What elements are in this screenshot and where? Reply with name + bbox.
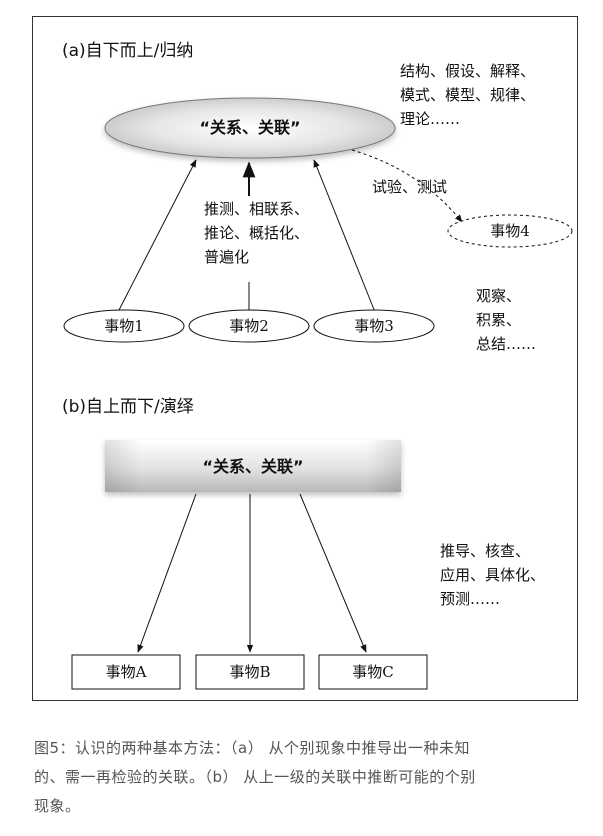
itemB-label: 事物B [229,663,270,681]
itemB-box [195,654,305,690]
right-note-line: 总结…… [476,335,536,353]
section-b-title: (b)自上而下/演绎 [62,397,194,417]
middle-note-line: 推论、概括化、 [204,224,309,242]
item3-label: 事物3 [354,317,394,335]
top-note-line: 理论…… [400,110,460,128]
top-note-line: 结构、假设、解释、 [400,62,535,80]
section-a-title: (a)自下而上/归纳 [62,41,193,61]
test-label: 试验、测试 [372,178,447,196]
middle-note-line: 推测、相联系、 [204,200,309,218]
itemA-label: 事物A [106,663,147,681]
item1-label: 事物1 [104,317,144,335]
itemA-box [71,654,181,690]
item4-ellipse [447,214,573,248]
arrow-relation-to-itemA [137,493,197,653]
relation-box-label: “关系、关联” [202,457,303,476]
caption-line: 的、需一再检验的关联。（b） 从上一级的关联中推断可能的个别 [34,768,476,786]
item2-ellipse [188,309,310,343]
item4-label: 事物4 [490,222,530,240]
dashed-test-arrow [351,149,463,223]
diagram-frame [32,16,578,701]
itemC-box [318,654,428,690]
caption-line: 现象。 [34,797,81,815]
top-note-line: 模式、模型、规律、 [400,86,535,104]
item1-ellipse [63,309,185,343]
item2-label: 事物2 [229,317,269,335]
section-b-note-line: 应用、具体化、 [440,566,545,584]
relation-ellipse-label: “关系、关联” [199,118,300,137]
relation-box-shading [105,440,401,492]
section-b-note-line: 推导、核查、 [440,542,530,560]
figure-caption: 图5：认识的两种基本方法：（a） 从个别现象中推导出一种未知 的、需一再检验的关… [34,734,579,821]
right-note: 观察、 积累、 总结…… [476,287,536,353]
section-b-note: 推导、核查、 应用、具体化、 预测…… [440,542,545,608]
arrow-item1-to-relation [117,159,197,313]
arrow-item3-to-relation [313,159,376,313]
caption-line: 图5：认识的两种基本方法：（a） 从个别现象中推导出一种未知 [34,739,471,757]
middle-note-line: 普遍化 [204,248,249,266]
top-note: 结构、假设、解释、 模式、模型、规律、 理论…… [400,62,535,128]
diagram-canvas: (a)自下而上/归纳 “关系、关联” 结构、假设、解释、 模式、模型、规律、 理… [62,41,573,690]
right-note-line: 积累、 [476,311,521,329]
itemC-label: 事物C [352,663,393,681]
right-note-line: 观察、 [476,287,521,305]
arrow-relation-to-itemC [299,493,367,653]
middle-note: 推测、相联系、 推论、概括化、 普遍化 [204,200,309,266]
section-b-note-line: 预测…… [440,590,500,608]
item3-ellipse [313,309,435,343]
relation-ellipse [104,97,396,159]
